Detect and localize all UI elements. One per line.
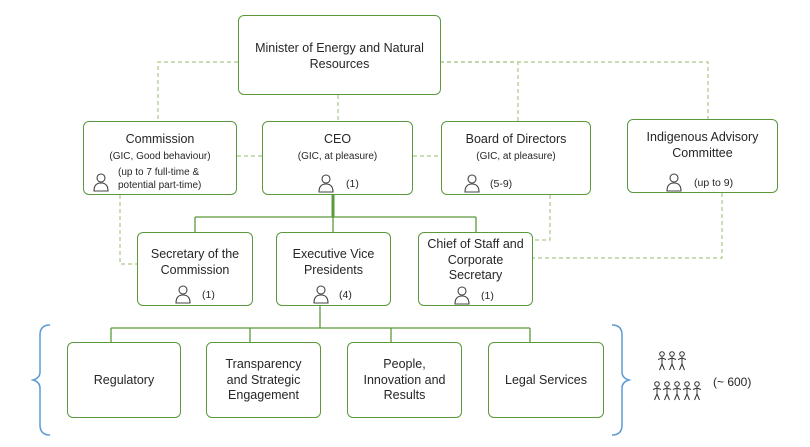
person-icon bbox=[318, 174, 334, 193]
unit-title: Transparency and Strategic Engagement bbox=[225, 357, 302, 403]
person-icon bbox=[93, 173, 109, 192]
secretary-count: (1) bbox=[202, 289, 215, 301]
evp-box: Executive Vice Presidents (4) bbox=[276, 232, 391, 306]
commission-box: Commission (GIC, Good behaviour) (up to … bbox=[83, 121, 237, 195]
board-title: Board of Directors bbox=[465, 132, 567, 146]
person-icon bbox=[313, 285, 329, 304]
person-icon bbox=[175, 285, 191, 304]
board-appointment: (GIC, at pleasure) bbox=[476, 151, 556, 162]
staff-count: (~ 600) bbox=[713, 375, 752, 389]
person-icon bbox=[666, 173, 682, 192]
board-count: (5-9) bbox=[490, 178, 513, 190]
unit-legal: Legal Services bbox=[488, 342, 604, 418]
dashed-line-minister-board bbox=[440, 61, 519, 121]
ceo-count: (1) bbox=[346, 178, 359, 190]
ceo-box: CEO (GIC, at pleasure) (1) bbox=[262, 121, 413, 195]
solid-line-second-tier bbox=[194, 216, 477, 232]
minister-box: Minister of Energy and Natural Resources bbox=[238, 15, 441, 95]
chief-of-staff-title: Chief of Staff and Corporate Secretary bbox=[427, 237, 524, 283]
dashed-line-minister-commission bbox=[157, 61, 238, 121]
person-icon bbox=[454, 286, 470, 305]
dashed-line-indigenous-chief bbox=[533, 193, 723, 259]
person-icon bbox=[464, 174, 480, 193]
unit-transparency: Transparency and Strategic Engagement bbox=[206, 342, 321, 418]
people-group-icon bbox=[652, 351, 702, 401]
secretary-title: Secretary of the Commission bbox=[150, 247, 240, 277]
indigenous-box: Indigenous Advisory Committee (up to 9) bbox=[627, 119, 778, 193]
unit-regulatory: Regulatory bbox=[67, 342, 181, 418]
chief-of-staff-box: Chief of Staff and Corporate Secretary (… bbox=[418, 232, 533, 306]
solid-line-units bbox=[110, 327, 531, 342]
evp-count: (4) bbox=[339, 289, 352, 301]
unit-title: People, Innovation and Results bbox=[363, 357, 446, 403]
unit-people: People, Innovation and Results bbox=[347, 342, 462, 418]
dashed-line-board-chief bbox=[533, 195, 551, 241]
evp-title: Executive Vice Presidents bbox=[292, 247, 375, 277]
chief-of-staff-count: (1) bbox=[481, 290, 494, 302]
commission-note: (up to 7 full-time & potential part-time… bbox=[118, 167, 202, 191]
indigenous-title: Indigenous Advisory Committee bbox=[646, 130, 759, 160]
board-box: Board of Directors (GIC, at pleasure) (5… bbox=[441, 121, 591, 195]
dashed-line-minister-indigenous bbox=[440, 61, 709, 119]
left-brace bbox=[30, 324, 51, 436]
dashed-line-commission-secretary bbox=[119, 195, 137, 265]
commission-title: Commission bbox=[125, 132, 195, 146]
secretary-box: Secretary of the Commission (1) bbox=[137, 232, 253, 306]
commission-appointment: (GIC, Good behaviour) bbox=[109, 151, 211, 162]
ceo-appointment: (GIC, at pleasure) bbox=[297, 151, 378, 162]
indigenous-count: (up to 9) bbox=[694, 177, 734, 189]
unit-title: Legal Services bbox=[505, 373, 587, 387]
unit-title: Regulatory bbox=[93, 373, 155, 387]
minister-title: Minister of Energy and Natural Resources bbox=[255, 41, 424, 71]
ceo-title: CEO bbox=[323, 132, 352, 146]
right-brace bbox=[611, 324, 632, 436]
